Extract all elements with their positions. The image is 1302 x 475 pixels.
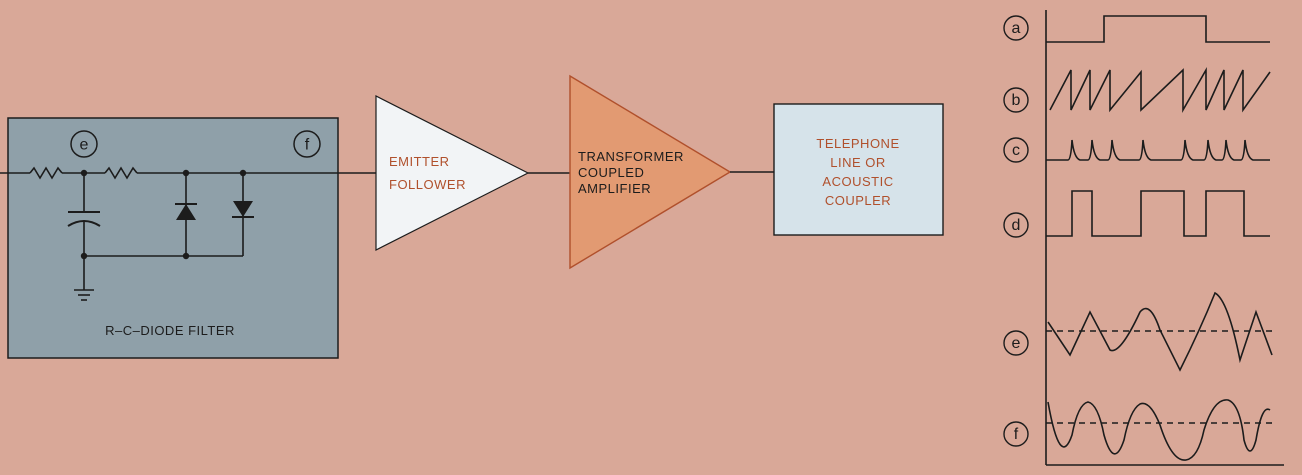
emitter-follower: EMITTER FOLLOWER: [375, 95, 530, 251]
resistor-1: [29, 166, 63, 180]
telephone-line1: TELEPHONE: [816, 136, 899, 151]
waveform-a: [1046, 15, 1270, 43]
diode-2: [232, 173, 254, 256]
emitter-follower-line1: EMITTER: [389, 154, 450, 169]
waveform-d: [1046, 190, 1270, 237]
waveform-b-circle: [1003, 87, 1029, 113]
node-f-label: f: [305, 137, 310, 154]
waveform-c-circle: [1003, 137, 1029, 163]
waveform-f: [1047, 399, 1271, 461]
telephone-coupler-box: [773, 103, 944, 236]
telephone-coupler: TELEPHONE LINE OR ACOUSTIC COUPLER: [773, 103, 944, 236]
filter-label: R–C–DIODE FILTER: [105, 323, 235, 338]
amplifier-line2: COUPLED: [578, 165, 644, 180]
amplifier-line3: AMPLIFIER: [578, 181, 651, 196]
transformer-coupled-amplifier: TRANSFORMER COUPLED AMPLIFIER: [569, 74, 732, 270]
emitter-follower-line2: FOLLOWER: [389, 177, 466, 192]
ground-symbol: [74, 289, 94, 301]
rc-diode-filter: e f R–C–DIODE FILTER: [0, 117, 376, 359]
waveform-d-circle: [1003, 212, 1029, 238]
waveform-f-label: f: [1014, 426, 1019, 443]
waveform-b-label: b: [1012, 92, 1021, 109]
filter-panel: [7, 117, 339, 359]
waveform-d-label: d: [1012, 217, 1021, 234]
waveform-labels: a b c d e f: [1003, 15, 1029, 447]
amplifier-line1: TRANSFORMER: [578, 149, 684, 164]
amplifier-triangle: [569, 74, 732, 270]
waveform-panel: [1045, 10, 1284, 466]
resistor-2: [104, 166, 138, 180]
waveform-e-circle: [1003, 330, 1029, 356]
node-f-circle: [293, 130, 321, 158]
waveform-e-label: e: [1012, 335, 1021, 352]
waveform-c-label: c: [1012, 142, 1020, 159]
node-e-label: e: [80, 137, 89, 154]
waveform-e: [1047, 291, 1273, 372]
waveform-c: [1046, 139, 1270, 161]
node-e-circle: [70, 130, 98, 158]
waveform-a-circle: [1003, 15, 1029, 41]
telephone-line3: ACOUSTIC: [822, 174, 893, 189]
telephone-line4: COUPLER: [825, 193, 891, 208]
waveform-a-label: a: [1012, 20, 1021, 37]
telephone-line2: LINE OR: [830, 155, 886, 170]
waveform-f-circle: [1003, 421, 1029, 447]
diode-1: [175, 173, 197, 256]
waveform-b: [1049, 67, 1271, 113]
emitter-follower-triangle: [375, 95, 530, 251]
